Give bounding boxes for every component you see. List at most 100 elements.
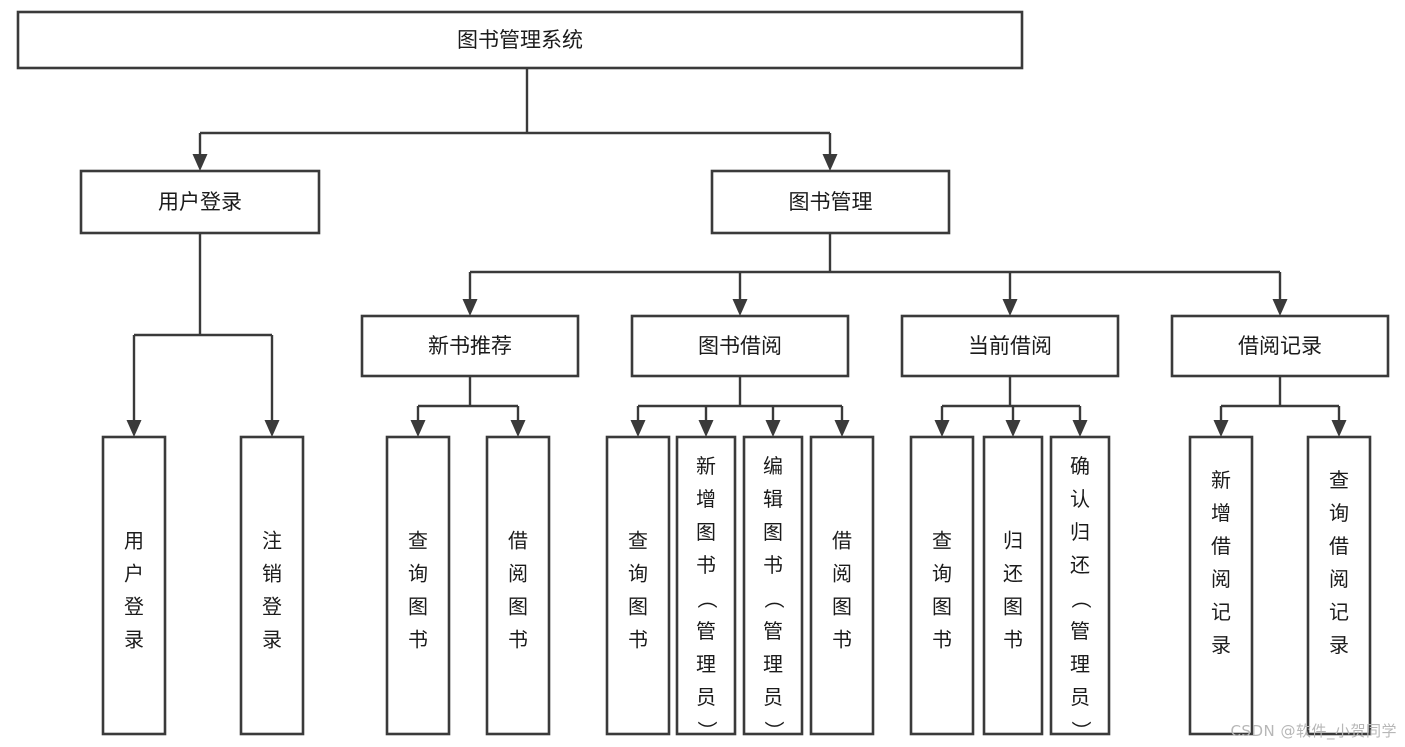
node-label-char: 员 xyxy=(1070,685,1090,709)
node-box[interactable] xyxy=(1188,435,1254,736)
node-label: 图书管理 xyxy=(789,190,873,214)
node-label: 图书借阅 xyxy=(698,334,782,358)
node-label-char: 阅 xyxy=(1329,567,1349,591)
node-label-char: 图 xyxy=(763,520,783,544)
node-label-char: 记 xyxy=(1329,600,1349,624)
node-box[interactable] xyxy=(605,435,671,736)
node-label: 新书推荐 xyxy=(428,334,512,358)
node-book-manage[interactable]: 图书管理 xyxy=(710,169,951,235)
node-box[interactable] xyxy=(485,435,551,736)
node-box[interactable] xyxy=(239,435,305,736)
node-label: 当前借阅 xyxy=(968,334,1052,358)
node-label-char: 借 xyxy=(1211,534,1231,558)
connector-group-userlogin-to-leaves xyxy=(126,233,280,437)
node-box[interactable] xyxy=(909,435,975,736)
node-label-char: 书 xyxy=(508,627,528,651)
node-label-char: 询 xyxy=(932,561,952,585)
node-label-char: 图 xyxy=(508,594,528,618)
node-label: 借阅记录 xyxy=(1238,334,1322,358)
connector-group-current-to-leaves xyxy=(934,376,1088,437)
node-label-char: （ xyxy=(762,589,786,609)
node-label-char: 书 xyxy=(832,627,852,651)
node-label-char: 新 xyxy=(1211,468,1231,492)
node-box[interactable] xyxy=(1170,314,1390,378)
node-label-char: 增 xyxy=(696,487,716,511)
node-label-char: 录 xyxy=(1211,633,1231,657)
arrow-head-icon xyxy=(1331,420,1347,437)
node-label-char: 员 xyxy=(696,685,716,709)
node-box[interactable] xyxy=(630,314,850,378)
arrow-head-icon xyxy=(765,420,781,437)
node-box[interactable] xyxy=(1049,435,1111,736)
node-label-char: 查 xyxy=(408,528,428,552)
node-label-char: 书 xyxy=(628,627,648,651)
arrow-head-icon xyxy=(264,420,280,437)
node-label-char: （ xyxy=(1069,589,1093,609)
arrow-head-icon xyxy=(1005,420,1021,437)
node-box[interactable] xyxy=(900,314,1120,378)
node-label-char: 查 xyxy=(628,528,648,552)
node-label-char: 归 xyxy=(1070,520,1090,544)
node-borrow-record[interactable]: 借阅记录 xyxy=(1170,314,1390,378)
node-label-char: 理 xyxy=(763,652,783,676)
node-label-char: 管 xyxy=(696,619,716,643)
node-label-char: 图 xyxy=(932,594,952,618)
node-box[interactable] xyxy=(385,435,451,736)
node-label: 图书管理系统 xyxy=(457,28,583,52)
arrow-head-icon xyxy=(698,420,714,437)
node-box[interactable] xyxy=(710,169,951,235)
node-label: 用户登录 xyxy=(158,190,242,214)
arrow-head-icon xyxy=(510,420,526,437)
connector-group-borrow-to-leaves xyxy=(630,376,850,437)
node-label-char: 用 xyxy=(124,528,144,552)
node-box[interactable] xyxy=(982,435,1044,736)
node-label-char: 录 xyxy=(1329,633,1349,657)
node-box[interactable] xyxy=(79,169,321,235)
node-label-char: 阅 xyxy=(508,561,528,585)
connector-group-root-to-level2 xyxy=(192,68,838,171)
node-new-book-recommend[interactable]: 新书推荐 xyxy=(360,314,580,378)
node-box[interactable] xyxy=(360,314,580,378)
node-label-char: 登 xyxy=(262,594,282,618)
node-box[interactable] xyxy=(742,435,804,736)
node-root[interactable]: 图书管理系统 xyxy=(16,10,1024,70)
node-book-borrow[interactable]: 图书借阅 xyxy=(630,314,850,378)
node-label-char: 书 xyxy=(932,627,952,651)
arrow-head-icon xyxy=(1002,299,1018,316)
arrow-head-icon xyxy=(822,154,838,171)
node-label-char: ） xyxy=(762,721,786,741)
node-box[interactable] xyxy=(101,435,167,736)
node-current-borrow[interactable]: 当前借阅 xyxy=(900,314,1120,378)
node-leaf-user-login[interactable]: 用户登录 xyxy=(101,435,167,736)
node-label-char: 记 xyxy=(1211,600,1231,624)
arrow-head-icon xyxy=(126,420,142,437)
node-label-char: （ xyxy=(695,589,719,609)
node-label-char: 书 xyxy=(1003,627,1023,651)
node-label-char: 新 xyxy=(696,454,716,478)
node-label-char: 还 xyxy=(1003,561,1023,585)
connector-group-recommend-to-leaves xyxy=(410,376,526,437)
node-label-char: 管 xyxy=(763,619,783,643)
node-box[interactable] xyxy=(1306,435,1372,736)
node-label-char: 增 xyxy=(1211,501,1231,525)
node-box[interactable] xyxy=(809,435,875,736)
node-box[interactable] xyxy=(675,435,737,736)
node-user-login[interactable]: 用户登录 xyxy=(79,169,321,235)
node-label-char: 阅 xyxy=(1211,567,1231,591)
arrow-head-icon xyxy=(1072,420,1088,437)
arrow-head-icon xyxy=(192,154,208,171)
node-box[interactable] xyxy=(16,10,1024,70)
node-label-char: 编 xyxy=(763,454,783,478)
